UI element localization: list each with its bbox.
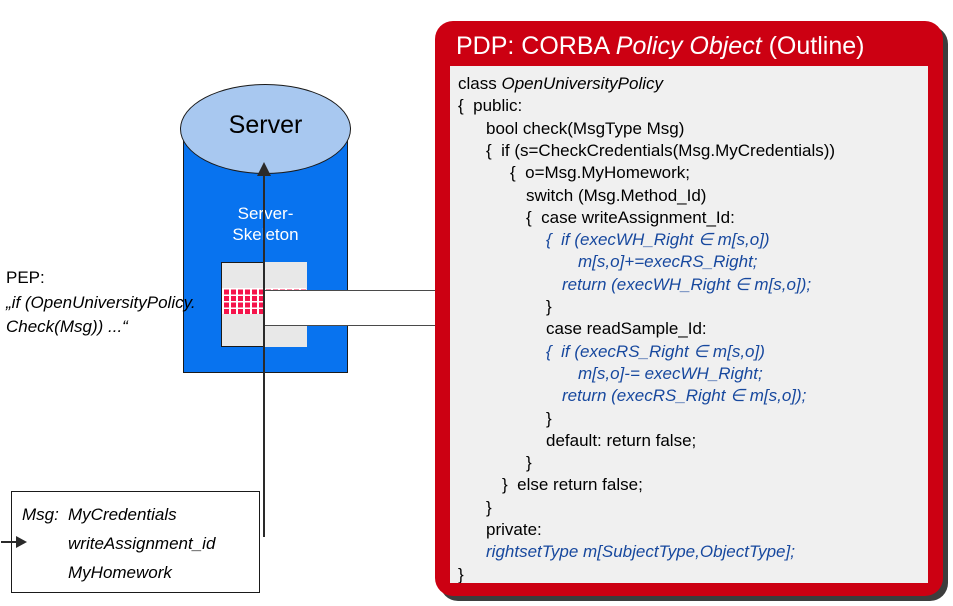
code-line-9: return (execWH_Right ∈ m[s,o]); — [562, 274, 812, 294]
code-line-11: case readSample_Id: — [546, 319, 707, 339]
msg-box-key: Msg: — [22, 505, 59, 524]
code-line-1: { public: — [458, 96, 523, 116]
server-skeleton-label: Server- Skeleton — [183, 203, 348, 246]
code-line-22: } — [458, 564, 464, 583]
msg-inbound-arrow-icon — [16, 536, 27, 548]
server-skeleton-label-line2: Skeleton — [232, 225, 299, 245]
code-line-6: { case writeAssignment_Id: — [526, 207, 735, 227]
code-line-16: default: return false; — [546, 430, 697, 450]
code-line-5: switch (Msg.Method_Id) — [526, 185, 707, 205]
code-line-7: { if (execWH_Right ∈ m[s,o]) — [546, 230, 770, 250]
pep-quote-line1: „if (OpenUniversityPolicy. — [6, 292, 196, 312]
pep-caption: PEP: „if (OpenUniversityPolicy. Check(Ms… — [6, 266, 196, 340]
code-line-13: m[s,o]-= execWH_Right; — [578, 363, 763, 383]
pep-label: PEP: — [6, 268, 45, 287]
server-cylinder-top — [180, 84, 351, 174]
code-line-10: } — [546, 297, 552, 316]
pep-box-notch-top — [264, 262, 307, 291]
code-line-14: return (execRS_Right ∈ m[s,o]); — [562, 386, 807, 406]
code-line-0-italic: OpenUniversityPolicy — [501, 74, 664, 93]
message-flow-line — [263, 172, 265, 537]
server-title-label: Server — [228, 111, 303, 139]
server-skeleton-label-line1: Server- — [237, 204, 294, 223]
pdp-panel-title: PDP: CORBA Policy Object (Outline) — [456, 32, 864, 61]
pdp-title-suffix: (Outline) — [761, 32, 865, 60]
code-line-4: { o=Msg.MyHomework; — [510, 163, 690, 183]
msg-box-line-1: MyCredentials — [68, 505, 177, 524]
pdp-title-prefix: PDP: CORBA — [456, 32, 616, 60]
pdp-title-emphasis: Policy Object — [615, 32, 762, 60]
message-flow-riser — [263, 535, 265, 536]
code-line-18: } else return false; — [502, 475, 643, 495]
msg-inbound-line — [1, 541, 19, 543]
msg-box — [11, 491, 260, 593]
code-line-21: rightsetType m[SubjectType,ObjectType]; — [486, 542, 795, 562]
pdp-code-listing: class OpenUniversityPolicy { public:bool … — [450, 66, 928, 583]
code-line-8: m[s,o]+=execRS_Right; — [578, 252, 758, 272]
message-flow-arrow-icon — [257, 162, 271, 176]
code-line-15: } — [546, 408, 552, 428]
code-line-20: private: — [486, 520, 542, 539]
msg-box-line-2: writeAssignment_id — [68, 534, 216, 553]
code-line-19: } — [486, 497, 492, 517]
msg-box-line-3: MyHomework — [68, 563, 172, 582]
code-line-3: { if (s=CheckCredentials(Msg.MyCredentia… — [486, 140, 836, 160]
code-line-2: bool check(MsgType Msg) — [486, 118, 685, 138]
code-line-12: { if (execRS_Right ∈ m[s,o]) — [546, 341, 765, 361]
pep-box-notch-bottom — [264, 325, 307, 347]
code-line-17: } — [526, 453, 532, 473]
code-line-0: class OpenUniversityPolicy — [458, 75, 663, 92]
code-line-0-plain: class — [458, 74, 502, 93]
pep-quote-line2: Check(Msg)) ...“ — [6, 317, 128, 337]
